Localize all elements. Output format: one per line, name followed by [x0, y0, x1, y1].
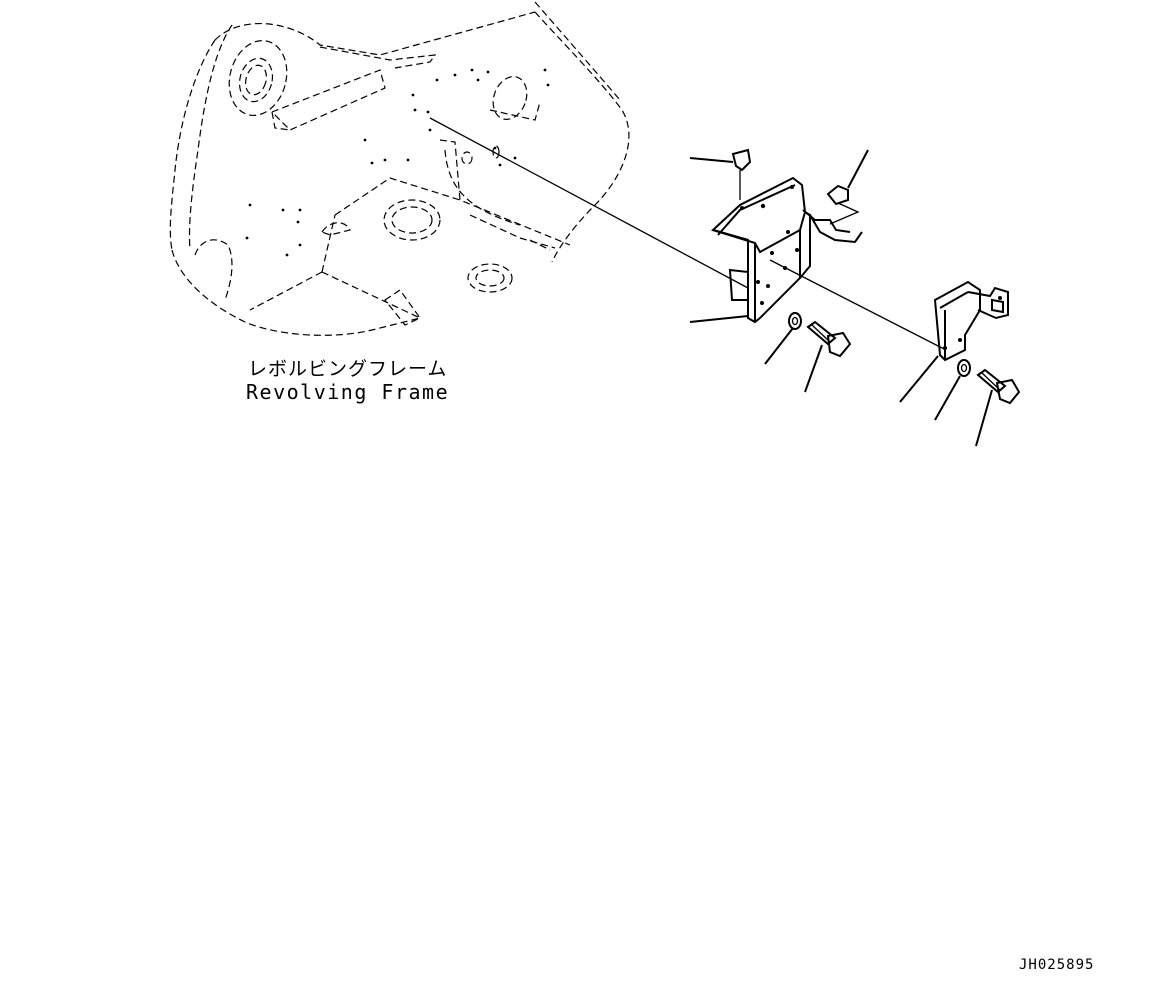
cap-plug-right [826, 184, 860, 225]
alignment-lines [429, 117, 947, 351]
washer-right [957, 359, 971, 377]
sub-bracket [933, 280, 1009, 362]
bolt-left [806, 320, 852, 358]
main-bracket [711, 176, 863, 324]
frame-label-japanese: レボルビングフレーム [248, 358, 448, 380]
cap-plug-left [731, 148, 752, 200]
frame-label-english: Revolving Frame [246, 380, 450, 404]
bolt-right [976, 368, 1021, 405]
document-id: JH025895 [1019, 957, 1095, 973]
callout-leaders [689, 149, 993, 447]
revolving-frame-outline [169, 1, 630, 336]
washer-left [788, 312, 802, 330]
